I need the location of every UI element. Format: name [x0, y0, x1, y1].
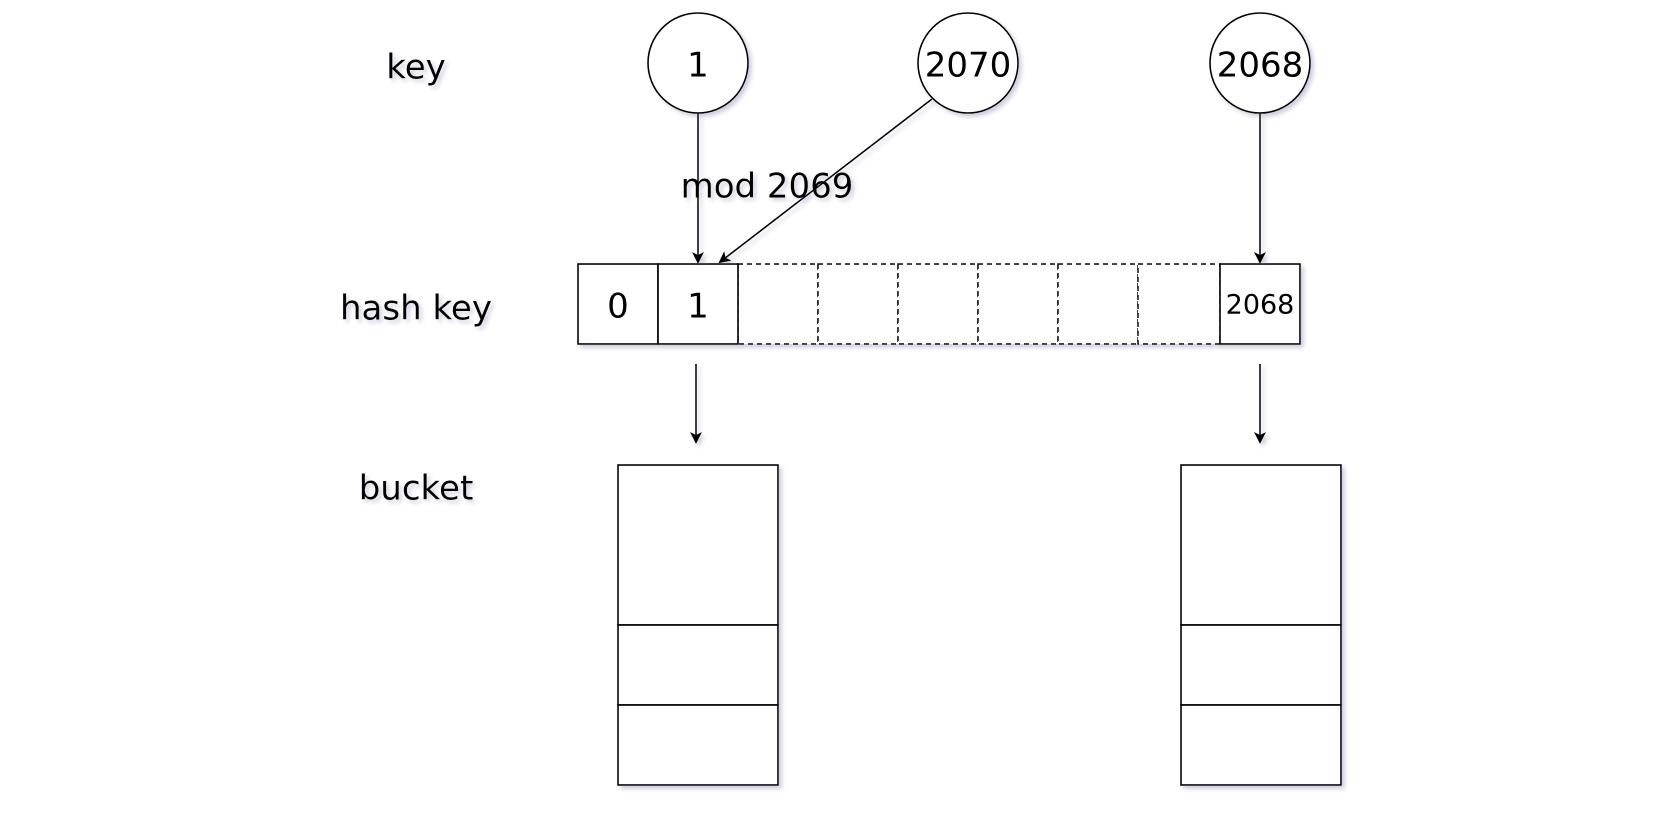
hash-slot-2068	[1219, 263, 1301, 345]
bucket-cell	[1180, 624, 1342, 706]
hash-slot-empty	[817, 263, 899, 345]
key-node-1-label: 1	[687, 46, 709, 86]
hash-slot-2068-label: 2068	[1226, 290, 1295, 321]
hash-slot-empty	[1057, 263, 1139, 345]
bucket-cell	[617, 624, 779, 706]
bucket-cell	[617, 464, 779, 626]
hash-slot-0-label: 0	[607, 287, 629, 327]
key-node-2068-label: 2068	[1217, 46, 1304, 86]
row-label-key: key	[386, 48, 446, 88]
edge-label-mod: mod 2069	[681, 167, 854, 207]
bucket-slot-2068	[1180, 464, 1342, 786]
hash-table: 0 1 2068	[577, 263, 1301, 345]
bucket-cell	[1180, 464, 1342, 626]
key-node-2070-label: 2070	[925, 46, 1012, 86]
hash-slot-1	[657, 263, 739, 345]
key-node-2070: 2070	[917, 12, 1019, 114]
row-label-hash-key: hash key	[340, 289, 492, 329]
hash-slot-empty	[1137, 263, 1221, 345]
bucket-slot-1	[617, 464, 779, 786]
bucket-cell	[1180, 704, 1342, 786]
hash-slot-empty	[977, 263, 1059, 345]
key-node-2068: 2068	[1209, 12, 1311, 114]
hash-slot-1-label: 1	[687, 287, 709, 327]
hash-slot-empty	[897, 263, 979, 345]
hash-slot-empty	[737, 263, 819, 345]
key-node-1: 1	[647, 12, 749, 114]
row-label-bucket: bucket	[359, 469, 474, 509]
bucket-cell	[617, 704, 779, 786]
edge-key-2070-to-slot-1	[718, 98, 933, 264]
